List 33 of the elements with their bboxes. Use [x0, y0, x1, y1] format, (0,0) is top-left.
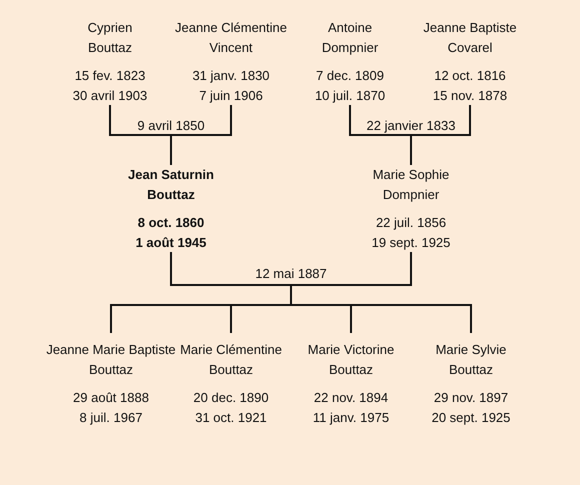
person-name: Jeanne Marie Baptiste Bouttaz	[45, 341, 177, 379]
birth-date: 7 dec. 1809	[315, 67, 385, 85]
birth-date: 29 nov. 1897	[432, 389, 510, 407]
death-date: 31 oct. 1921	[194, 409, 268, 427]
death-date: 11 janv. 1975	[312, 409, 390, 427]
birth-date: 20 dec. 1890	[192, 389, 270, 407]
birth-date: 12 oct. 1816	[433, 67, 507, 85]
death-date: 7 juin 1906	[198, 87, 264, 105]
birth-date: 29 août 1888	[72, 389, 150, 407]
person-name: Marie Sylvie Bouttaz	[434, 341, 508, 379]
person-name: Antoine Dompnier	[320, 19, 380, 57]
family-connector	[170, 105, 232, 165]
person-name: Jeanne Clémentine Vincent	[174, 19, 288, 57]
death-date: 15 nov. 1878	[432, 87, 508, 105]
person-name: Cyprien Bouttaz	[86, 19, 134, 57]
birth-date: 22 nov. 1894	[312, 389, 390, 407]
person-name: Marie Sophie Dompnier	[372, 166, 450, 204]
birth-date: 22 juil. 1856	[374, 214, 448, 232]
birth-date: 31 janv. 1830	[191, 67, 271, 85]
death-date: 30 avril 1903	[72, 87, 148, 105]
birth-date: 8 oct. 1860	[136, 214, 206, 232]
person-name: Marie Clémentine Bouttaz	[179, 341, 283, 379]
person-name: Jean Saturnin Bouttaz	[127, 166, 215, 204]
family-connector	[290, 252, 472, 333]
death-date: 1 août 1945	[134, 234, 208, 252]
family-connector	[410, 105, 471, 165]
birth-date: 15 fev. 1823	[74, 67, 146, 85]
person-name: Marie Victorine Bouttaz	[306, 341, 396, 379]
death-date: 10 juil. 1870	[314, 87, 386, 105]
death-date: 19 sept. 1925	[370, 234, 452, 252]
death-date: 8 juil. 1967	[78, 409, 144, 427]
person-name: Jeanne Baptiste Covarel	[422, 19, 518, 57]
death-date: 20 sept. 1925	[430, 409, 512, 427]
